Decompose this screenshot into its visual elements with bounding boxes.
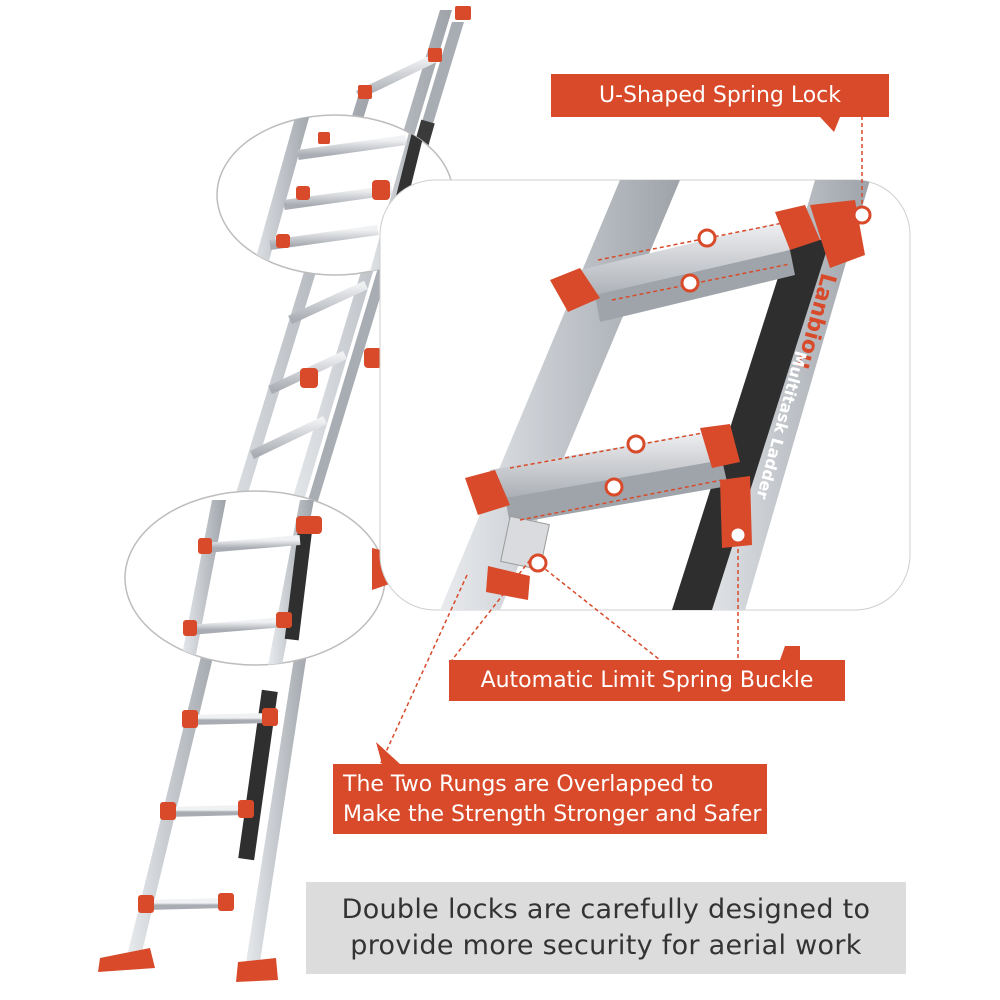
marker-dot (852, 205, 872, 225)
security-note: Double locks are carefully designed to p… (306, 882, 906, 974)
callout-overlapped-rungs: The Two Rungs are Overlapped to Make the… (333, 764, 767, 834)
security-note-line1: Double locks are carefully designed to (341, 894, 871, 925)
callout-rungs-line2: Make the Strength Stronger and Safer (343, 802, 762, 827)
marker-dot (528, 553, 548, 573)
marker-dot (728, 525, 748, 545)
callout-spring-lock: U-Shaped Spring Lock (551, 74, 889, 117)
callout-rungs-line1: The Two Rungs are Overlapped to (343, 772, 714, 797)
marker-dot (604, 477, 624, 497)
ladder-lower-section (98, 620, 312, 982)
marker-dot (680, 273, 700, 293)
security-note-line2: provide more security for aerial work (350, 930, 862, 961)
marker-dot (697, 228, 717, 248)
marker-dot (626, 434, 646, 454)
middle-magnifier (124, 490, 386, 666)
callout-limit-buckle: Automatic Limit Spring Buckle (449, 660, 845, 701)
zoom-panel: Lanbiou Multitask Ladder (379, 116, 911, 766)
